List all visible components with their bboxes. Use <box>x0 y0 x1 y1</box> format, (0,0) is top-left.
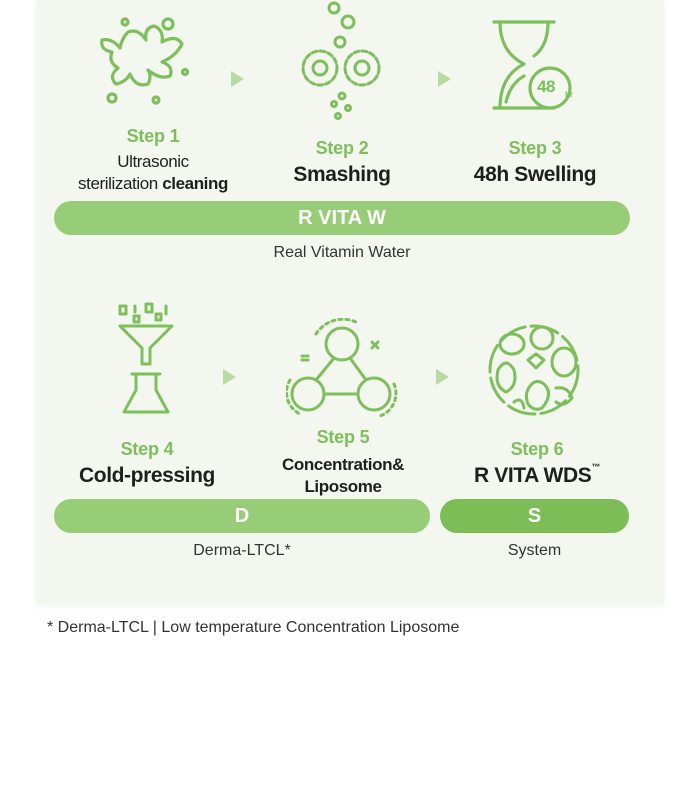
step-4: Step 4 Cold-pressing <box>66 439 228 488</box>
step-title-emphasis: cleaning <box>162 174 228 193</box>
row1-caption: Real Vitamin Water <box>273 244 411 261</box>
step-title-line: sterilization <box>78 174 163 193</box>
step-1: Step 1 Ultrasonic sterilization cleaning <box>58 126 248 195</box>
fruits-icon <box>488 324 580 416</box>
step-3: Step 3 48h Swelling <box>450 138 620 187</box>
footnote: * Derma-LTCL | Low temperature Concentra… <box>47 619 460 636</box>
step-5: Step 5 Concentration& Liposome <box>256 427 430 498</box>
step-title: Cold-pressing <box>79 464 215 487</box>
gears-icon <box>301 1 381 120</box>
step-number: Step 5 <box>316 427 370 447</box>
trademark-mark: ™ <box>591 462 600 472</box>
splash-icon <box>100 17 190 105</box>
step-title-line: Concentration& <box>282 455 404 474</box>
s-bar: S <box>440 499 629 533</box>
step-title-line: Liposome <box>304 477 382 496</box>
step-number: Step 2 <box>315 138 369 158</box>
step-title: R VITA WDS™ <box>454 462 620 488</box>
row2-caption-right: System <box>507 542 562 559</box>
flow-arrow <box>438 71 451 87</box>
step-6: Step 6 R VITA WDS™ <box>454 439 620 488</box>
step-title: Smashing <box>293 163 391 186</box>
hourglass-hr-text: hr <box>565 90 573 99</box>
row2-caption-left: Derma-LTCL* <box>193 542 291 559</box>
step-title: Concentration& Liposome <box>256 454 430 498</box>
molecule-icon <box>286 318 398 418</box>
step-number: Step 1 <box>126 126 180 146</box>
r-vita-w-bar: R VITA W <box>54 201 630 235</box>
step-number: Step 6 <box>510 439 564 459</box>
flow-arrow <box>231 71 244 87</box>
flow-arrow <box>223 369 236 385</box>
step-2: Step 2 Smashing <box>262 138 422 187</box>
step-number: Step 4 <box>120 439 174 459</box>
step-title: 48h Swelling <box>473 163 597 186</box>
funnel-flask-icon <box>118 302 174 414</box>
step-title: Ultrasonic sterilization cleaning <box>58 151 248 195</box>
step-title-text: R VITA WDS <box>474 464 592 487</box>
d-bar: D <box>54 499 430 533</box>
flow-arrow <box>436 369 449 385</box>
hourglass-icon <box>492 20 572 110</box>
hourglass-48-text: 48 <box>537 77 555 96</box>
step-title-line: Ultrasonic <box>117 152 189 171</box>
step-number: Step 3 <box>508 138 562 158</box>
